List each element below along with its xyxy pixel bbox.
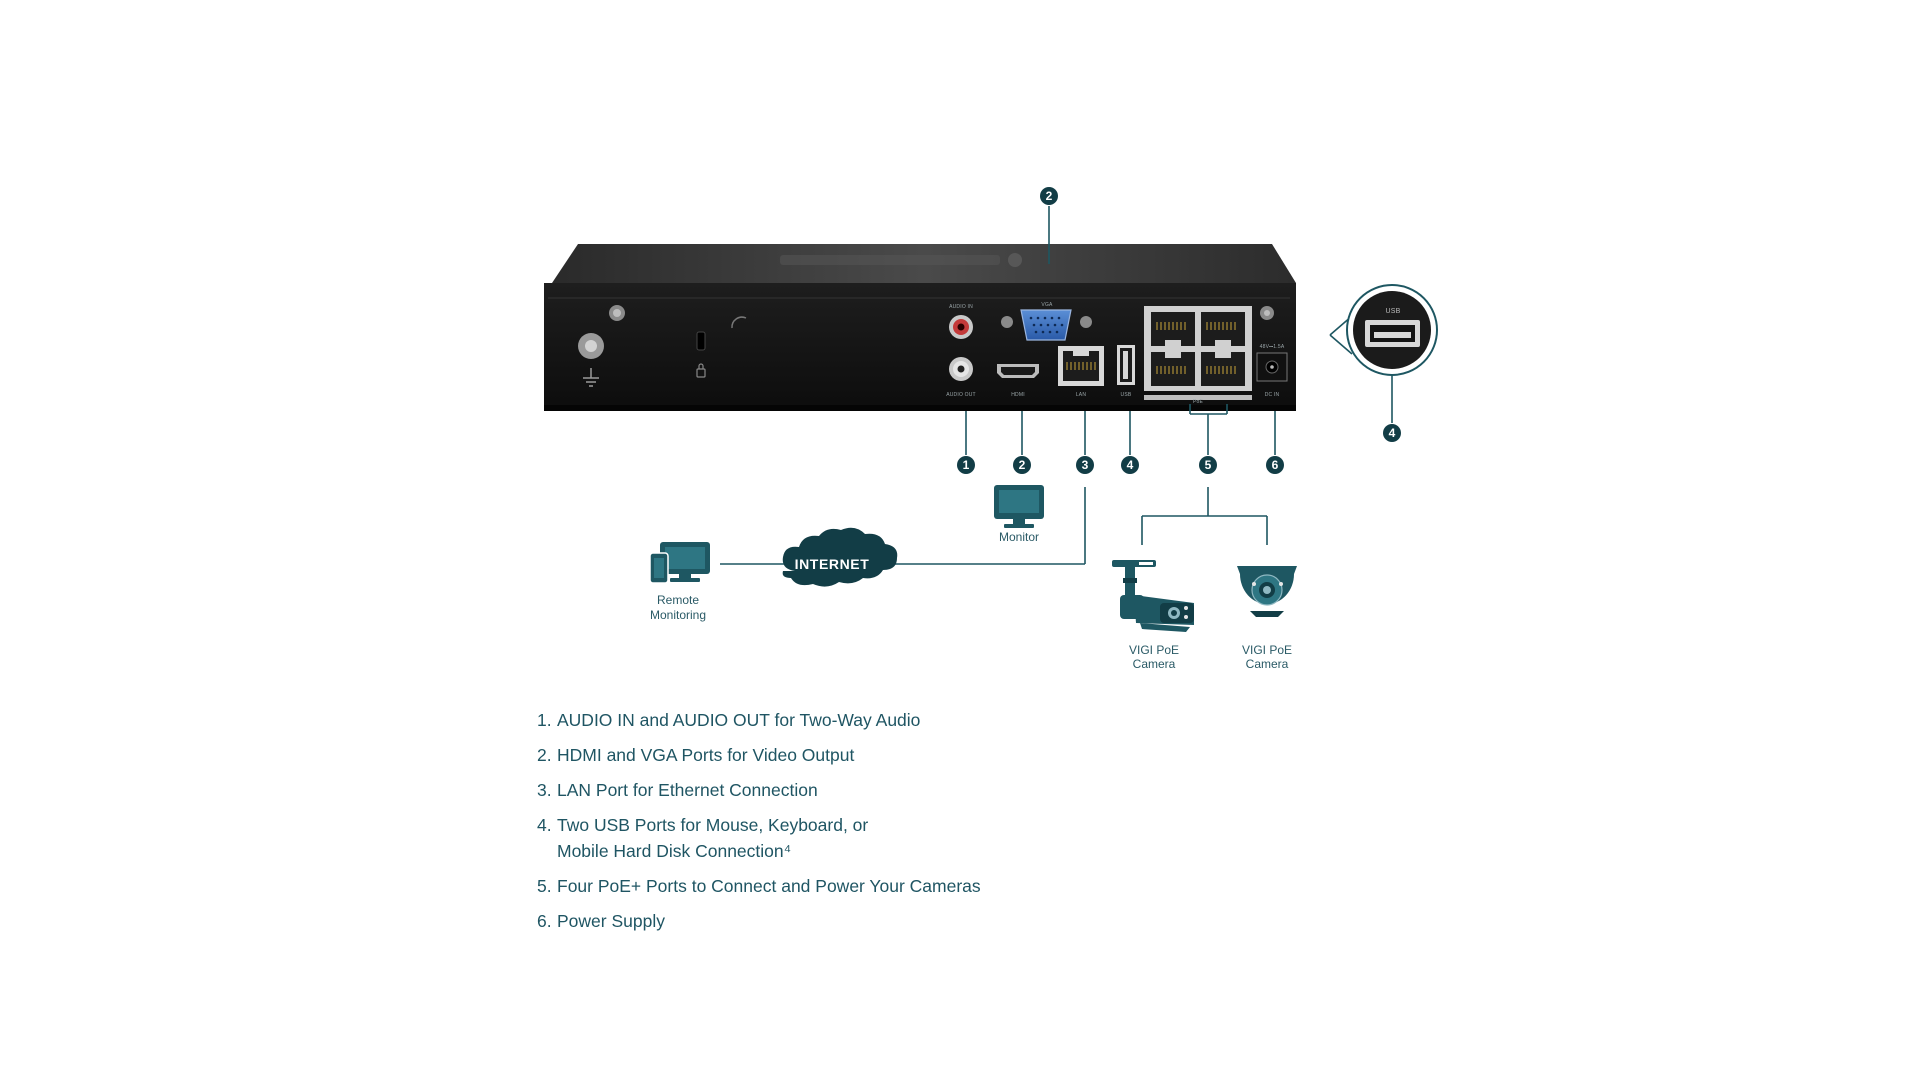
svg-text:4: 4: [1127, 458, 1134, 472]
svg-text:4: 4: [1389, 426, 1396, 440]
screw-icon: [1260, 306, 1274, 320]
lock-slot-icon: [696, 331, 706, 378]
dome-camera-icon: [1237, 566, 1297, 617]
ground-terminal-icon: [578, 333, 604, 387]
svg-text:6: 6: [1272, 458, 1279, 472]
reset-button-icon: [731, 316, 747, 329]
badge-4: 4: [1121, 456, 1139, 474]
lan-port: [1058, 346, 1104, 386]
feature-item: 1.AUDIO IN and AUDIO OUT for Two-Way Aud…: [537, 710, 921, 730]
usb-label: USB: [1121, 392, 1132, 398]
badge-6: 6: [1266, 456, 1284, 474]
badge-4-zoom: 4: [1383, 424, 1401, 442]
audio-in-label: AUDIO IN: [949, 304, 973, 310]
remote-monitoring-icon: [649, 542, 710, 584]
hdmi-label: HDMI: [1011, 392, 1025, 398]
svg-text:2: 2: [1019, 458, 1026, 472]
badge-2: 2: [1013, 456, 1031, 474]
remote-label-line1: Remote: [657, 593, 699, 607]
nvr-device: AUDIO IN AUDIO OUT VGA HDMI: [544, 244, 1296, 411]
screw-icon: [1080, 316, 1092, 328]
camera1-label-line1: VIGI PoE: [1129, 643, 1179, 657]
feature-item: 5.Four PoE+ Ports to Connect and Power Y…: [537, 876, 981, 896]
poe-port-block: [1144, 306, 1252, 400]
audio-out-jack: [949, 357, 973, 381]
svg-text:1: 1: [963, 458, 970, 472]
svg-text:3: 3: [1082, 458, 1089, 472]
monitor-label: Monitor: [999, 530, 1039, 544]
audio-in-jack: [949, 315, 973, 339]
feature-item-continuation: Mobile Hard Disk Connection⁴: [557, 841, 792, 861]
dc-power-jack: [1256, 352, 1288, 382]
feature-item: 6.Power Supply: [537, 911, 665, 931]
lan-label: LAN: [1076, 392, 1087, 398]
monitor-icon: [994, 485, 1044, 528]
svg-text:5: 5: [1205, 458, 1212, 472]
badge-2-top: 2: [1040, 187, 1058, 205]
camera2-label-line1: VIGI PoE: [1242, 643, 1292, 657]
callout-lines: [965, 206, 1276, 455]
usb-port: [1117, 345, 1135, 385]
svg-text:2: 2: [1046, 189, 1053, 203]
badge-5: 5: [1199, 456, 1217, 474]
usb-zoom-label: USB: [1386, 308, 1401, 315]
screw-icon: [609, 305, 625, 321]
camera1-label-line2: Camera: [1133, 657, 1176, 671]
hdmi-port: [997, 364, 1039, 378]
feature-item: 3.LAN Port for Ethernet Connection: [537, 780, 818, 800]
vga-label: VGA: [1041, 302, 1053, 308]
remote-label-line2: Monitoring: [650, 608, 706, 622]
badge-1: 1: [957, 456, 975, 474]
feature-item: 2.HDMI and VGA Ports for Video Output: [537, 745, 855, 765]
screw-icon: [1001, 316, 1013, 328]
vga-port: [1020, 309, 1072, 341]
internet-cloud-icon: [782, 527, 898, 587]
power-rating-label: 48V⎓1.5A: [1260, 344, 1285, 350]
network-lines: [720, 487, 1268, 565]
camera2-label-line2: Camera: [1246, 657, 1289, 671]
badge-3: 3: [1076, 456, 1094, 474]
bullet-camera-icon: [1112, 560, 1194, 632]
audio-out-label: AUDIO OUT: [946, 392, 976, 398]
feature-list: 1.AUDIO IN and AUDIO OUT for Two-Way Aud…: [537, 708, 981, 944]
internet-label: INTERNET: [795, 556, 870, 572]
usb-zoom-callout: USB: [1329, 284, 1438, 376]
dc-in-label: DC IN: [1265, 392, 1280, 398]
poe-label: PoE: [1193, 399, 1204, 405]
